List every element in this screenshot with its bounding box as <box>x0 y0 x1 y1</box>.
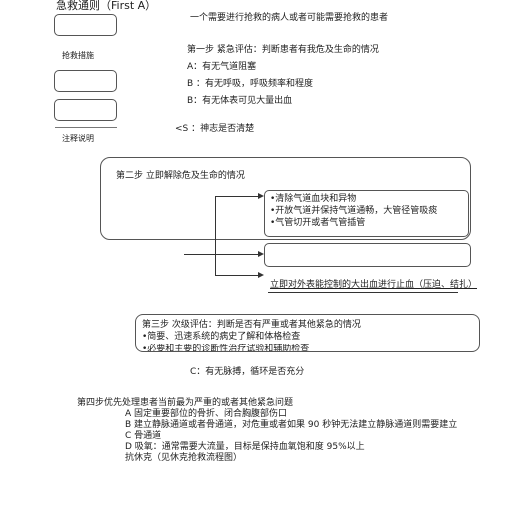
step2-item: •清除气道血块和异物 <box>270 194 357 204</box>
empty-box <box>264 243 471 267</box>
arrow-line-3 <box>215 275 261 276</box>
left-divider <box>55 127 117 128</box>
step4-item: 抗休克（见休克抢救流程图） <box>125 453 243 463</box>
step2-item: •气管切开或者气管插管 <box>270 218 366 228</box>
step2-item: •开放气道并保持气道通畅，大管径管吸痰 <box>270 206 438 216</box>
step3-heading: 第三步 次级评估：判断是否有严重或者其他紧急的情况 <box>142 320 361 330</box>
step1-item-b: B ：有无呼吸，呼吸频率和程度 <box>187 79 314 89</box>
step1-heading: 第一步 紧急评估：判断患者有我危及生命的情况 <box>187 45 379 55</box>
patient-description: 一个需要进行抢救的病人或者可能需要抢救的患者 <box>190 13 389 23</box>
arrow-right-icon <box>258 272 264 278</box>
page-title: 急救通则（First A） <box>56 0 157 12</box>
step3-box <box>135 314 480 352</box>
step4-item: C 骨通道 <box>125 431 162 441</box>
step1-item-c: B：有无体表可见大量出血 <box>187 96 293 106</box>
step4-item: B 建立静脉通道或者骨通道，对危重或者如果 90 秒钟无法建立静脉通道则需要建立 <box>125 420 458 430</box>
arrow-line-1 <box>215 196 261 197</box>
step1-item-a: A：有无气道阻塞 <box>187 62 257 72</box>
left-box-3 <box>54 99 117 121</box>
notes-label: 注释说明 <box>62 134 94 143</box>
arrow-right-icon <box>258 193 264 199</box>
step4-item: A 固定重要部位的骨折、闭合胸腹部伤口 <box>125 409 288 419</box>
arrow-right-icon <box>258 251 264 257</box>
rescue-measures-label: 抢救措施 <box>62 51 94 60</box>
step4-item: D 吸氧：通常需要大流量，目标是保持血氧饱和度 95%以上 <box>125 442 365 452</box>
step1-item-d: <S ：神志是否清楚 <box>175 124 255 134</box>
step3-circulation: C：有无脉搏，循环是否充分 <box>190 367 305 377</box>
arrow-line-2 <box>184 254 261 255</box>
bleeding-underline <box>268 292 458 293</box>
bracket-vertical <box>215 196 216 275</box>
step3-item: •必要和主要的诊断性治疗试验和辅助检查 <box>142 344 310 351</box>
bleeding-control: 立即对外表能控制的大出血进行止血（压迫、结扎） <box>270 280 478 290</box>
left-box-1 <box>54 14 117 36</box>
step4-heading: 第四步优先处理患者当前最为严重的或者其他紧急问题 <box>77 398 294 408</box>
left-box-2 <box>54 70 117 92</box>
step2-heading: 第二步 立即解除危及生命的情况 <box>116 171 245 181</box>
step2-items-box <box>264 190 469 237</box>
step3-item: •简要、迅速系统的病史了解和体格检查 <box>142 332 301 342</box>
